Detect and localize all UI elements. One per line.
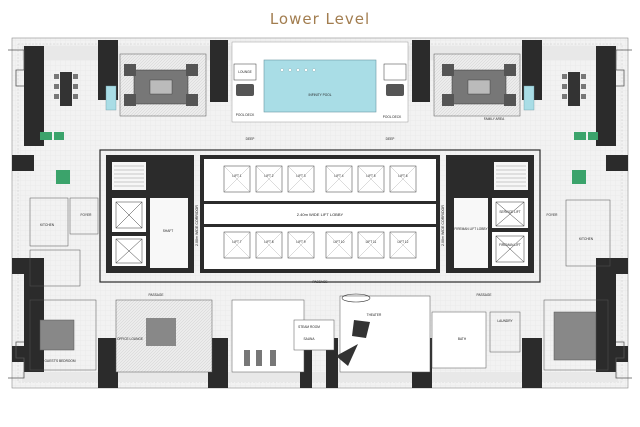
lift-row-top: LIFT 1 LIFT 2 LIFT 3 LIFT 4 LIFT 5 LIFT … bbox=[223, 165, 417, 193]
stairs bbox=[114, 165, 526, 187]
pool-lights bbox=[280, 68, 316, 72]
lift-8-label: LIFT 8 bbox=[264, 240, 273, 244]
pool-area: INFINITY POOL LOUNGE POOL DECK POOL DECK bbox=[231, 41, 409, 123]
office-lounge-label: OFFICE LOUNGE bbox=[117, 337, 143, 341]
service-lift-label: SERVICE LIFT bbox=[499, 210, 520, 214]
lift-5: LIFT 5 bbox=[357, 165, 385, 193]
lift-4: LIFT 4 bbox=[325, 165, 353, 193]
lift-12: LIFT 12 bbox=[389, 231, 417, 259]
left-wing bbox=[29, 197, 99, 371]
foyer-left-label: FOYER bbox=[81, 213, 93, 217]
shaft-label: SHAFT bbox=[163, 229, 174, 233]
pool-deck-left-label: POOL DECK bbox=[236, 113, 255, 117]
family-area-label: FAMILY AREA bbox=[484, 117, 505, 121]
lounge-label: LOUNGE bbox=[238, 70, 251, 74]
deep-left-label: DEEP bbox=[246, 137, 255, 141]
lift-12-label: LIFT 12 bbox=[398, 240, 409, 244]
lift-9-label: LIFT 9 bbox=[296, 240, 305, 244]
lift-1: LIFT 1 bbox=[223, 165, 251, 193]
lift-9: LIFT 9 bbox=[287, 231, 315, 259]
right-wing bbox=[489, 199, 611, 371]
lift-5-label: LIFT 5 bbox=[366, 174, 375, 178]
lift-1-label: LIFT 1 bbox=[232, 174, 241, 178]
sauna-label: SAUNA bbox=[304, 337, 316, 341]
corridor-right-label: 2.00m WIDE CORRIDOR bbox=[441, 205, 445, 246]
pool-deck-right-label: POOL DECK bbox=[383, 115, 402, 119]
lift-lobby-label: 2.40m WIDE LIFT LOBBY bbox=[297, 212, 344, 217]
lift-3: LIFT 3 bbox=[287, 165, 315, 193]
lift-2: LIFT 2 bbox=[255, 165, 283, 193]
lift-11: LIFT 11 bbox=[357, 231, 385, 259]
guest-bedroom-label: GUEST'S BEDROOM bbox=[44, 359, 75, 363]
dining-table-right bbox=[562, 72, 586, 106]
lift-10-label: LIFT 10 bbox=[334, 240, 345, 244]
kitchen-right-label: KITCHEN bbox=[579, 237, 594, 241]
infinity-pool bbox=[263, 59, 377, 113]
passage-right-label: PASSAGE bbox=[477, 293, 492, 297]
fireman-lift-lobby-label: FIREMAN LIFT LOBBY bbox=[454, 227, 488, 231]
svg-text:1: 1 bbox=[200, 160, 203, 166]
theater-label: THEATER bbox=[367, 313, 382, 317]
deep-right-label: DEEP bbox=[386, 137, 395, 141]
column-markers: 1 1 bbox=[200, 160, 439, 166]
lift-11-label: LIFT 11 bbox=[366, 240, 377, 244]
living-room-right: FAMILY AREA bbox=[433, 53, 521, 121]
fireman-lift-label: FIREMAN LIFT bbox=[499, 243, 521, 247]
passage-center-label: PASSAGE bbox=[313, 280, 328, 284]
steam-room-label: STEAM ROOM bbox=[298, 325, 320, 329]
svg-text:1: 1 bbox=[436, 160, 439, 166]
lift-2-label: LIFT 2 bbox=[264, 174, 273, 178]
lift-7: LIFT 7 bbox=[223, 231, 251, 259]
bath-label: BATH bbox=[458, 337, 467, 341]
glazing-panels bbox=[105, 85, 535, 111]
lift-8: LIFT 8 bbox=[255, 231, 283, 259]
lift-6-label: LIFT 6 bbox=[398, 174, 407, 178]
kitchen-left-label: KITCHEN bbox=[40, 223, 55, 227]
living-room-left bbox=[119, 53, 207, 117]
lift-7-label: LIFT 7 bbox=[232, 240, 241, 244]
side-lift-cars bbox=[115, 201, 525, 264]
corridor-left-label: 2.00m WIDE CORRIDOR bbox=[195, 205, 199, 246]
passage-left-label: PASSAGE bbox=[149, 293, 164, 297]
lift-4-label: LIFT 4 bbox=[334, 174, 343, 178]
laundry-label: LAUNDRY bbox=[497, 319, 513, 323]
lift-6: LIFT 6 bbox=[389, 165, 417, 193]
dining-table-left bbox=[54, 72, 78, 106]
corner-bays bbox=[8, 49, 632, 379]
lift-10: LIFT 10 bbox=[325, 231, 353, 259]
infinity-pool-label: INFINITY POOL bbox=[309, 93, 332, 97]
foyer-right-label: FOYER bbox=[547, 213, 559, 217]
plan-title: Lower Level bbox=[269, 10, 371, 28]
lift-3-label: LIFT 3 bbox=[296, 174, 305, 178]
lower-center bbox=[115, 293, 487, 373]
lift-row-bottom: LIFT 7 LIFT 8 LIFT 9 LIFT 10 LIFT 11 LIF… bbox=[223, 231, 417, 259]
